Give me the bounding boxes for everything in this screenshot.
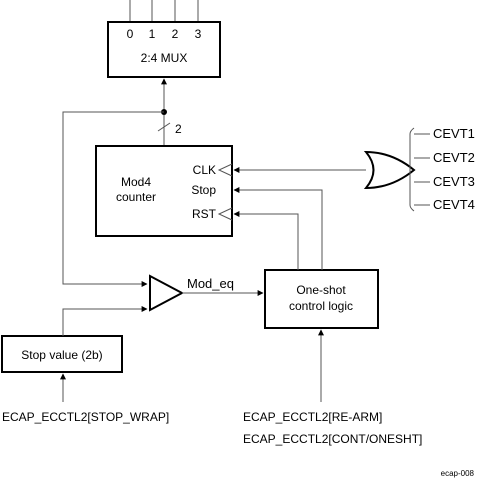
cont-onesht-register-label: ECAP_ECCTL2[CONT/ONESHT] bbox=[243, 432, 422, 446]
figure-id: ecap-008 bbox=[441, 469, 475, 478]
mux-input-label-3: 3 bbox=[195, 27, 202, 41]
stop-value-to-comparator-wire bbox=[62, 306, 148, 336]
counter-title-line2: counter bbox=[116, 190, 156, 204]
counter-port-stop: Stop bbox=[191, 183, 216, 197]
mod4-counter: Mod4 counter CLK Stop RST bbox=[95, 145, 233, 237]
mux-input-label-0: 0 bbox=[127, 27, 134, 41]
bus-width-slash bbox=[157, 122, 171, 132]
feedback-wire bbox=[62, 111, 164, 287]
mux-block: 0 1 2 3 2:4 MUX bbox=[107, 0, 221, 78]
mod-eq-label: Mod_eq bbox=[187, 276, 234, 291]
bus-width-label: 2 bbox=[175, 122, 182, 136]
or-input-bracket bbox=[409, 127, 415, 212]
cevt4-label: CEVT4 bbox=[433, 197, 475, 212]
cevt-or-gate-group: CEVT1 CEVT2 CEVT3 CEVT4 bbox=[233, 126, 475, 212]
stop-value-box bbox=[1, 335, 123, 373]
oneshot-block: One-shot control logic ECAP_ECCTL2[RE-AR… bbox=[233, 187, 422, 446]
comparator-triangle bbox=[149, 274, 185, 312]
clk-edge-triangle bbox=[217, 163, 233, 177]
cevt1-label: CEVT1 bbox=[433, 126, 475, 141]
mux-input-label-1: 1 bbox=[149, 27, 156, 41]
rst-edge-triangle bbox=[217, 207, 233, 221]
comparator-group: Mod_eq bbox=[149, 274, 264, 312]
mux-input-label-2: 2 bbox=[172, 27, 179, 41]
stop-value-block: Stop value (2b) ECAP_ECCTL2[STOP_WRAP] bbox=[1, 306, 169, 424]
rearm-register-label: ECAP_ECCTL2[RE-ARM] bbox=[243, 410, 382, 424]
counter-port-rst: RST bbox=[192, 207, 217, 221]
or-gate-symbol bbox=[363, 150, 416, 190]
stop-value-label: Stop value (2b) bbox=[21, 348, 102, 362]
stop-wrap-register-label: ECAP_ECCTL2[STOP_WRAP] bbox=[2, 410, 169, 424]
oneshot-line2: control logic bbox=[289, 299, 353, 313]
counter-port-clk: CLK bbox=[193, 163, 216, 177]
mux-box bbox=[107, 21, 221, 78]
oneshot-to-stop-wire bbox=[233, 187, 323, 270]
oneshot-to-rst-wire bbox=[233, 211, 299, 270]
cevt3-label: CEVT3 bbox=[433, 174, 475, 189]
cevt2-label: CEVT2 bbox=[433, 150, 475, 165]
counter-box bbox=[95, 145, 233, 237]
mux-title: 2:4 MUX bbox=[141, 51, 188, 65]
oneshot-line1: One-shot bbox=[296, 283, 346, 297]
counter-title-line1: Mod4 bbox=[121, 175, 151, 189]
select-bus: 2 bbox=[62, 78, 182, 287]
